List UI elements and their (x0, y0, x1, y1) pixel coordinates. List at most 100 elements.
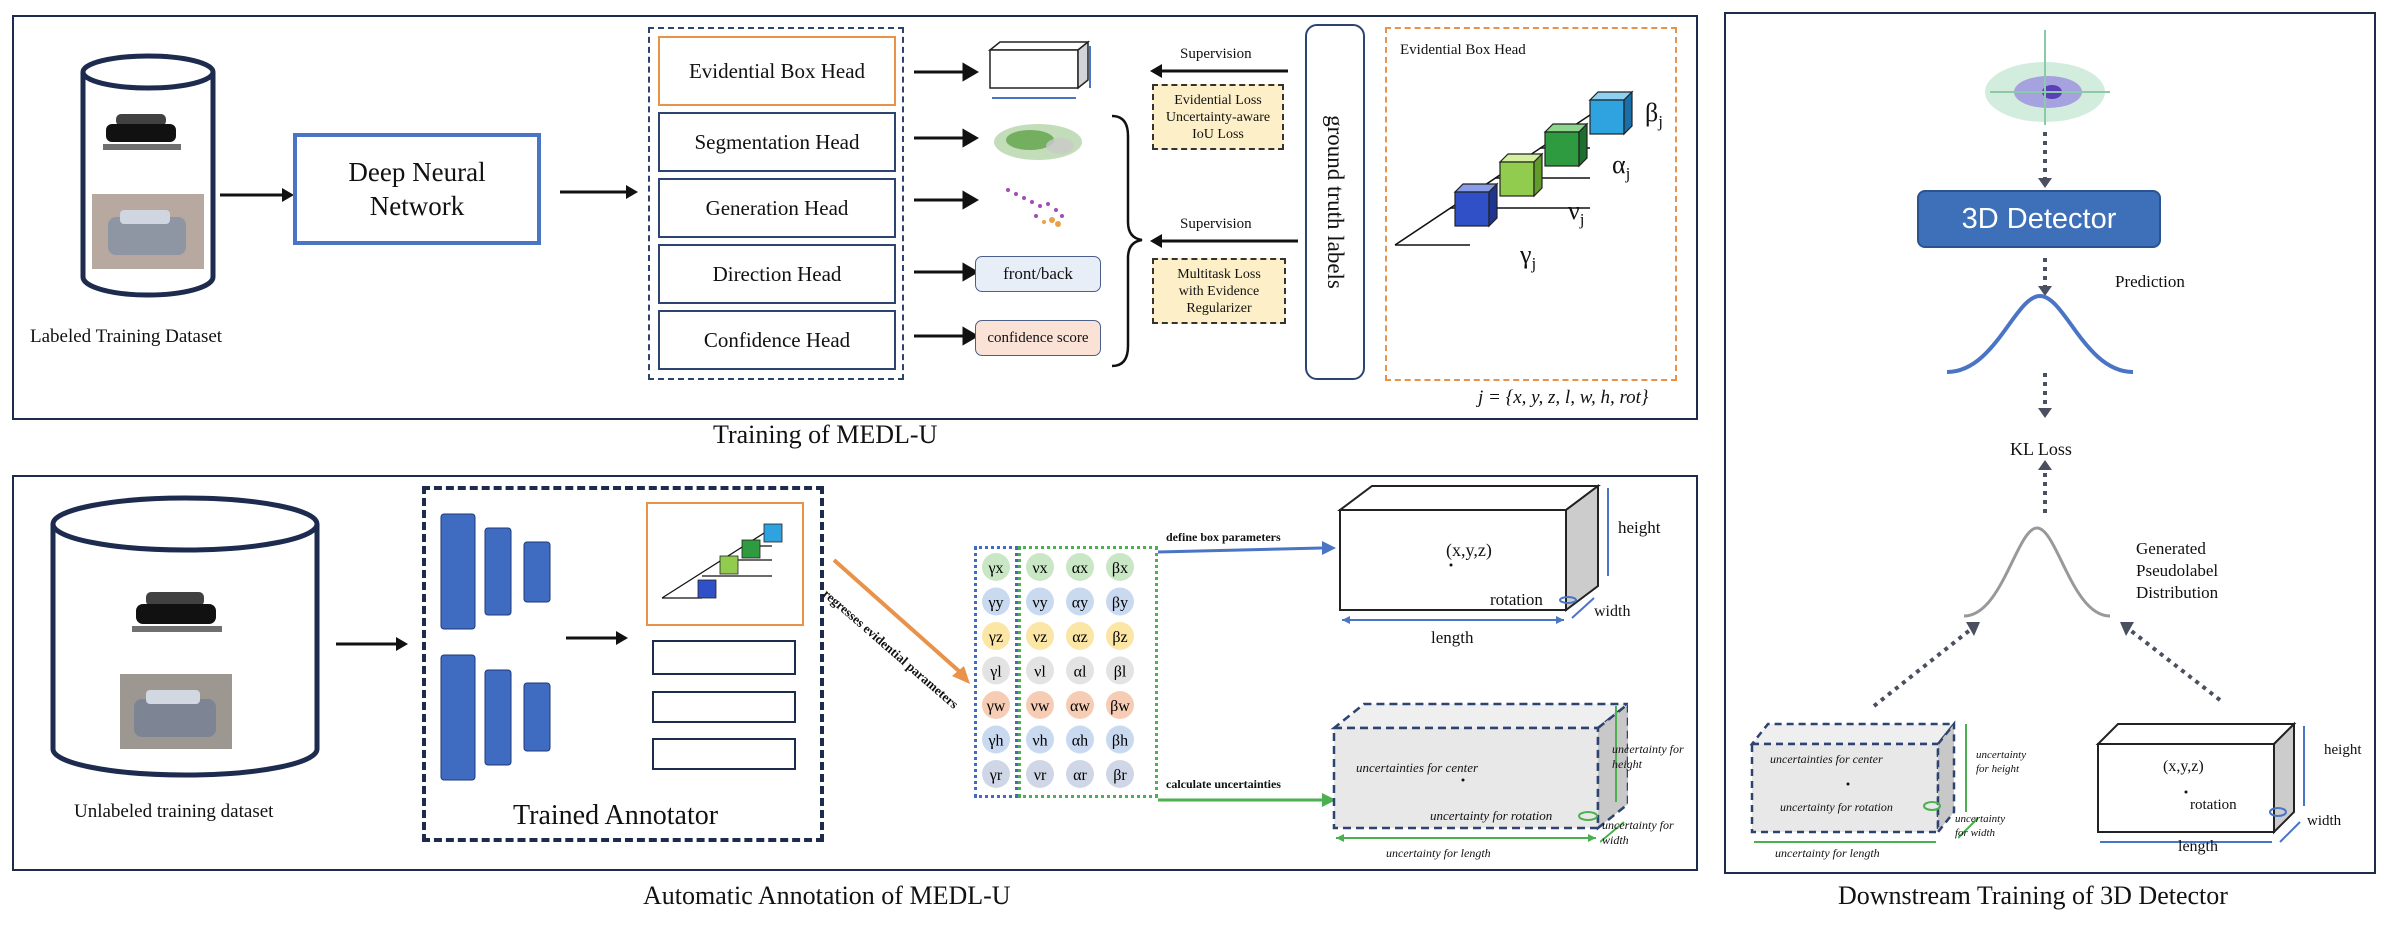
box-center-label: (x,y,z) (1446, 540, 1492, 560)
nu-symbol: ν (1568, 196, 1580, 225)
matrix-cell-symbol: γx (987, 560, 1003, 577)
arrow-network-to-heads (560, 185, 638, 199)
prediction-distribution (1946, 293, 2134, 374)
annotator-head-slot-1 (652, 640, 796, 675)
box-length-label: length (1431, 628, 1474, 647)
unc-height-label: uncertainty for height (1612, 742, 1684, 771)
matrix-cell-symbol: γz (988, 629, 1003, 646)
ds-unc-length-label: uncertainty for length (1775, 846, 1880, 860)
downstream-box-diagram (2095, 721, 2305, 843)
ground-truth-labels-box (1305, 24, 1365, 380)
trained-annotator-label: Trained Annotator (513, 800, 719, 831)
evidential-loss-box: Evidential Loss Uncertainty-aware IoU Lo… (1152, 84, 1284, 150)
param-alpha-j: αj (1612, 150, 1630, 184)
front-back-output: front/back (975, 256, 1101, 292)
matrix-cell-symbol: αy (1072, 595, 1088, 612)
matrix-cell-symbol: νz (1033, 629, 1047, 646)
matrix-cell-symbol: νy (1032, 595, 1047, 612)
matrix-cell-symbol: αr (1073, 767, 1087, 784)
matrix-cell-symbol: νr (1034, 767, 1047, 784)
matrix-cell-bg (1026, 587, 1054, 616)
gamma-sub: j (1531, 254, 1537, 274)
unc-rotation-label: uncertainty for rotation (1430, 808, 1553, 823)
matrix-cell-symbol: γl (989, 664, 1002, 681)
matrix-cell-bg (982, 656, 1010, 685)
unlabeled-dataset-label: Unlabeled training dataset (74, 801, 274, 822)
matrix-cell-bg (1066, 691, 1094, 719)
matrix-cell-bg (1066, 622, 1094, 650)
matrix-cell-bg (1106, 656, 1134, 685)
ds-unc-height-label: uncertainty for height (1976, 749, 2027, 775)
arrow-dataset-to-network (220, 188, 294, 202)
matrix-cell-bg (1026, 725, 1054, 754)
labeled-dataset-label: Labeled Training Dataset (30, 326, 223, 347)
matrix-cell-bg (1026, 622, 1054, 650)
j-definition: j = {x, y, z, l, w, h, rot} (1478, 387, 1649, 408)
matrix-cell-symbol: αl (1074, 664, 1087, 681)
direction-head: Direction Head (658, 244, 896, 304)
box-parameters-diagram (1337, 484, 1609, 624)
matrix-cell-bg (982, 587, 1010, 616)
ds-box-length-label: length (2178, 838, 2218, 855)
matrix-cell-symbol: γh (987, 733, 1003, 750)
matrix-cell-bg (1106, 691, 1134, 719)
arrow-unlabeled-to-annotator (336, 637, 408, 651)
confidence-head: Confidence Head (658, 310, 896, 370)
ds-box-height-label: height (2324, 742, 2362, 758)
calculate-uncertainties-label: calculate uncertainties (1166, 777, 1281, 791)
annotator-network-layers (440, 513, 551, 781)
matrix-cell-bg (1066, 725, 1094, 754)
matrix-cell-bg (1106, 760, 1134, 788)
matrix-cell-symbol: αw (1070, 698, 1090, 715)
confidence-score-output: confidence score (975, 320, 1101, 356)
unlabeled-dataset-cylinder (50, 495, 320, 778)
pseudolabel-arrows (1872, 622, 2222, 708)
downstream-caption: Downstream Training of 3D Detector (1838, 881, 2228, 910)
matrix-cell-symbol: βy (1112, 595, 1128, 612)
ds-box-rotation-label: rotation (2190, 797, 2237, 813)
head-output-arrows (914, 62, 979, 346)
downstream-uncertainty-box (1749, 720, 1957, 843)
annotator-cubes-icon (661, 523, 783, 599)
deep-neural-network-box: Deep Neural Network (293, 133, 541, 245)
arrow-annotator-internal (566, 631, 628, 645)
matrix-cell-bg (982, 553, 1010, 581)
matrix-cell-symbol: γw (986, 698, 1006, 715)
param-gamma-j: γj (1520, 240, 1536, 274)
unc-length-label: uncertainty for length (1386, 846, 1491, 860)
3d-detector-label: 3D Detector (1961, 202, 2117, 235)
matrix-cell-symbol: νx (1032, 560, 1047, 577)
unc-center-label: uncertainties for center (1356, 760, 1479, 775)
matrix-cell-bg (1066, 587, 1094, 616)
downstream-uncertainty-side (1958, 724, 1979, 839)
params-matrix-frame (1018, 546, 1158, 798)
matrix-cell-bg (1026, 760, 1054, 788)
box-width-label: width (1594, 603, 1631, 620)
matrix-cell-symbol: βh (1112, 733, 1128, 750)
3d-detector-box: 3D Detector (1917, 190, 2161, 248)
param-beta-j: βj (1645, 98, 1663, 132)
matrix-cell-bg (1026, 553, 1054, 581)
param-nu-j: νj (1568, 196, 1585, 230)
evidential-box-head: Evidential Box Head (658, 36, 896, 106)
nu-sub: j (1579, 210, 1585, 230)
segmentation-pointcloud (994, 124, 1082, 160)
annotator-evidential-head (646, 502, 804, 626)
calculate-uncertainties-arrow (1158, 793, 1336, 807)
matrix-cell-symbol: αh (1072, 733, 1088, 750)
evidential-head-detail-title: Evidential Box Head (1400, 42, 1526, 58)
matrix-cell-bg (1026, 656, 1054, 685)
evidential-head-detail (1385, 27, 1677, 381)
matrix-cell-bg (1106, 587, 1134, 616)
matrix-cell-bg (1106, 553, 1134, 581)
ds-box-center-label: (x,y,z) (2163, 758, 2204, 775)
beta-sub: j (1658, 112, 1663, 132)
training-caption: Training of MEDL-U (713, 420, 938, 449)
pseudolabel-distribution (1963, 526, 2111, 618)
trained-annotator-box (422, 486, 824, 842)
annotator-head-slot-3 (652, 738, 796, 770)
ds-box-width-label: width (2307, 813, 2342, 829)
unc-width-label: uncertainty for width (1602, 818, 1674, 847)
uncertainty-box-diagram (1330, 702, 1628, 842)
